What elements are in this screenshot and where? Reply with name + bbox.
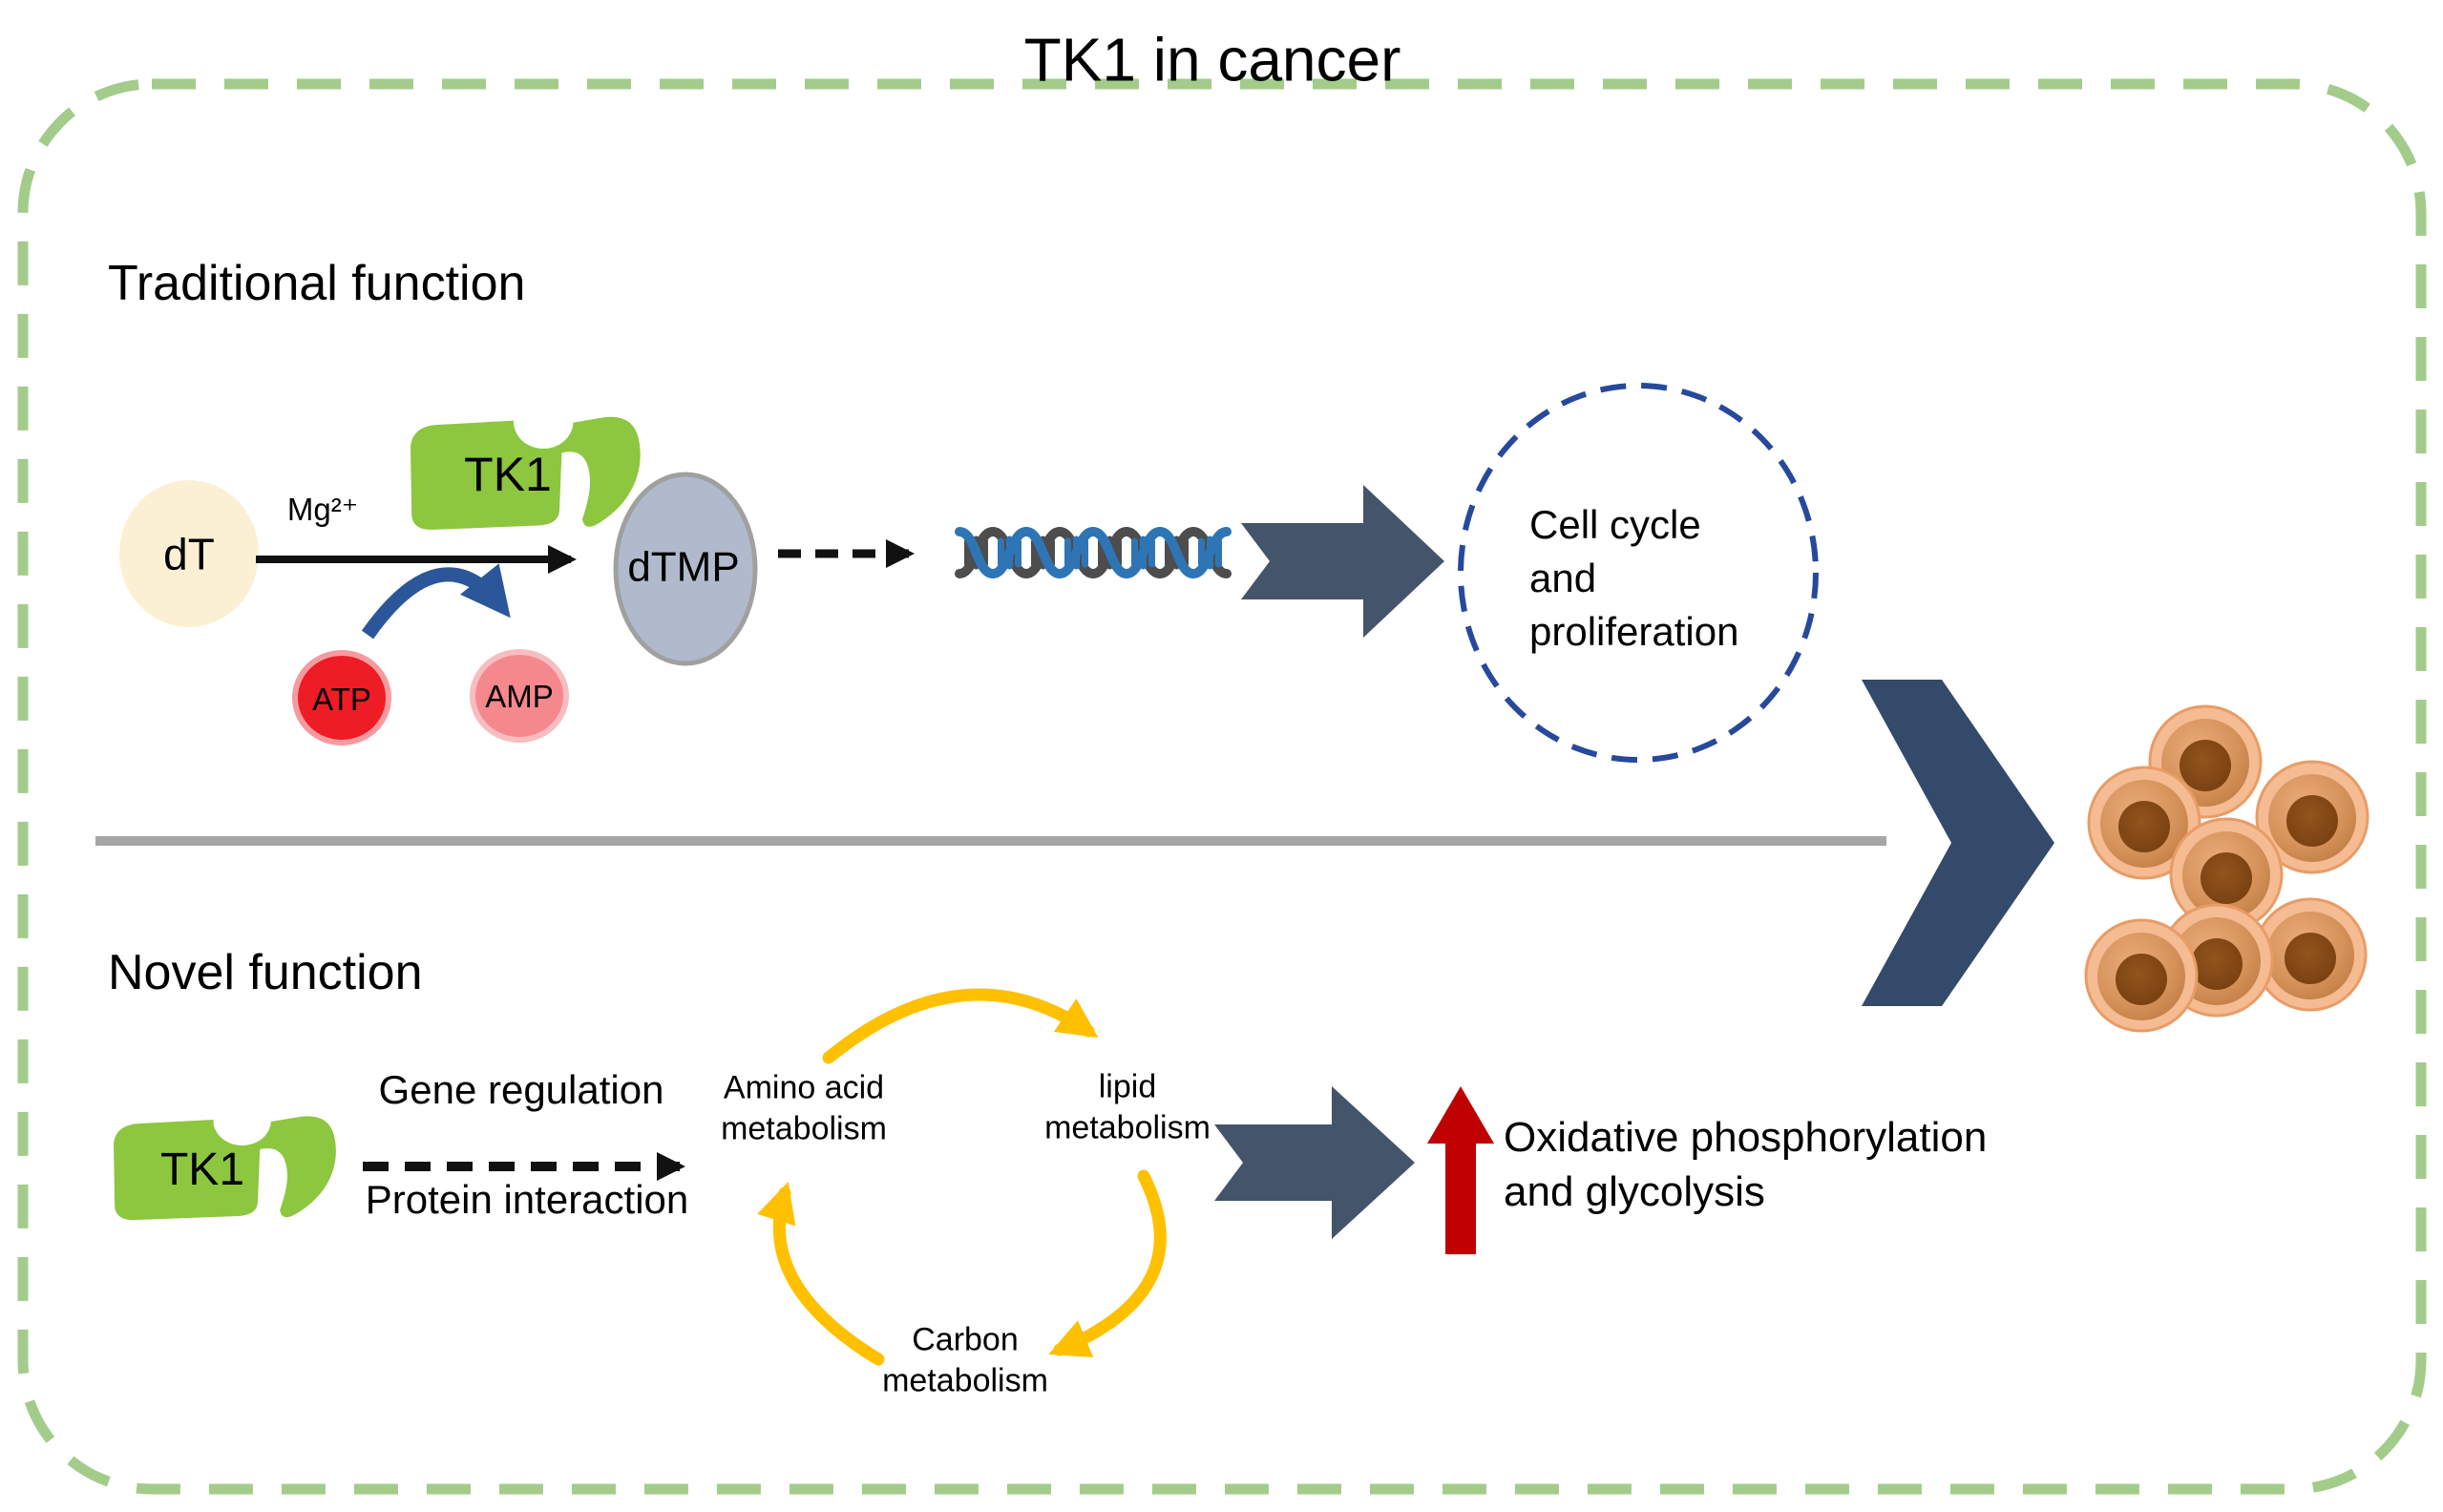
outcome-dashed-circle — [1458, 383, 1819, 763]
cell-cycle-outcome-label: Cell cycle and proliferation — [1529, 502, 1739, 654]
diagram-title: TK1 in cancer — [1023, 25, 1401, 94]
substrate-dt-label: dT — [163, 529, 215, 579]
amp-label: AMP — [485, 679, 554, 715]
amino-acid-metabolism-label: Amino acid metabolism — [721, 1069, 887, 1147]
dashed-border-frame — [17, 78, 2427, 1495]
atp-transfer-arrow-icon — [361, 563, 511, 640]
substrate-dt-ellipse — [119, 480, 259, 627]
atp-label: ATP — [312, 682, 371, 718]
protein-interaction-label: Protein interaction — [365, 1176, 689, 1222]
oxidative-outcome-label: Oxidative phosphorylation and glycolysis — [1504, 1114, 1988, 1216]
carbon-metabolism-label: Carbon metabolism — [882, 1321, 1048, 1399]
traditional-section-label: Traditional function — [108, 256, 526, 311]
product-dtmp-ellipse — [613, 472, 758, 666]
block-arrow-top-icon — [1241, 485, 1444, 638]
chevron-arrow-icon — [1862, 680, 2054, 1006]
novel-section-label: Novel function — [108, 945, 423, 1000]
block-arrow-bottom-icon — [1214, 1086, 1415, 1239]
increase-up-arrow-icon — [1427, 1086, 1494, 1254]
cancer-cells-icon — [2084, 704, 2369, 1033]
amp-circle — [470, 649, 569, 743]
gene-regulation-label: Gene regulation — [378, 1066, 664, 1112]
lipid-metabolism-label: lipid metabolism — [1044, 1068, 1211, 1146]
cofactor-label: Mg²⁺ — [286, 492, 359, 528]
enzyme-tk1-label-top: TK1 — [464, 448, 552, 501]
enzyme-tk1-label-bottom: TK1 — [159, 1144, 245, 1196]
product-dtmp-label: dTMP — [627, 543, 740, 591]
atp-circle — [292, 650, 391, 746]
metabolic-cycle-arrows-icon — [757, 988, 1167, 1366]
dna-icon — [955, 526, 1232, 579]
